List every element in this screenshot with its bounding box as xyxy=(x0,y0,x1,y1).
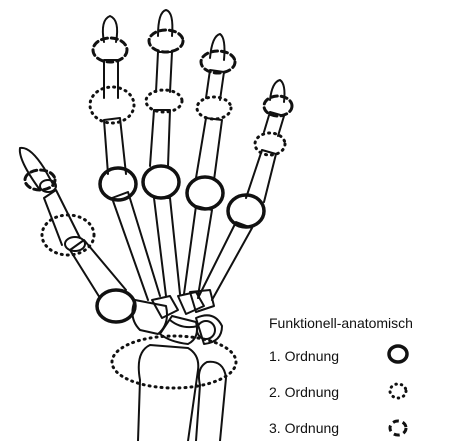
joint-marker-3rd-order xyxy=(201,51,235,73)
first-order-joints xyxy=(97,166,264,322)
little-finger-bones xyxy=(198,80,285,300)
legend-item-third-order: 3. Ordnung xyxy=(269,420,339,436)
legend-item-first-order: 1. Ordnung xyxy=(269,348,339,364)
joint-marker-2nd-order xyxy=(90,87,134,123)
joint-marker-2nd-order xyxy=(112,336,236,388)
legend-label: 3. Ordnung xyxy=(269,420,339,436)
joint-marker-1st-order xyxy=(228,195,264,227)
joint-marker-3rd-order xyxy=(93,38,127,62)
joint-marker-2nd-order xyxy=(146,90,182,112)
joint-marker-3rd-order xyxy=(149,30,183,52)
forearm-bones xyxy=(138,345,226,441)
joint-marker-1st-order xyxy=(143,166,179,198)
legend-label: 1. Ordnung xyxy=(269,348,339,364)
ulna-bone xyxy=(196,362,226,441)
dashed-ring-icon xyxy=(386,417,410,439)
solid-ring-icon xyxy=(386,343,410,365)
carpal-bones xyxy=(132,290,222,344)
dotted-ring-icon xyxy=(386,380,410,402)
joint-marker-2nd-order xyxy=(197,97,231,119)
legend-label: 2. Ordnung xyxy=(269,384,339,400)
joint-marker-1st-order xyxy=(187,177,223,209)
legend-title: Funktionell-anatomisch xyxy=(269,315,413,331)
legend-item-second-order: 2. Ordnung xyxy=(269,384,339,400)
joint-marker-3rd-order xyxy=(264,96,292,116)
joint-marker-1st-order xyxy=(97,290,135,322)
radius-bone xyxy=(138,345,198,441)
